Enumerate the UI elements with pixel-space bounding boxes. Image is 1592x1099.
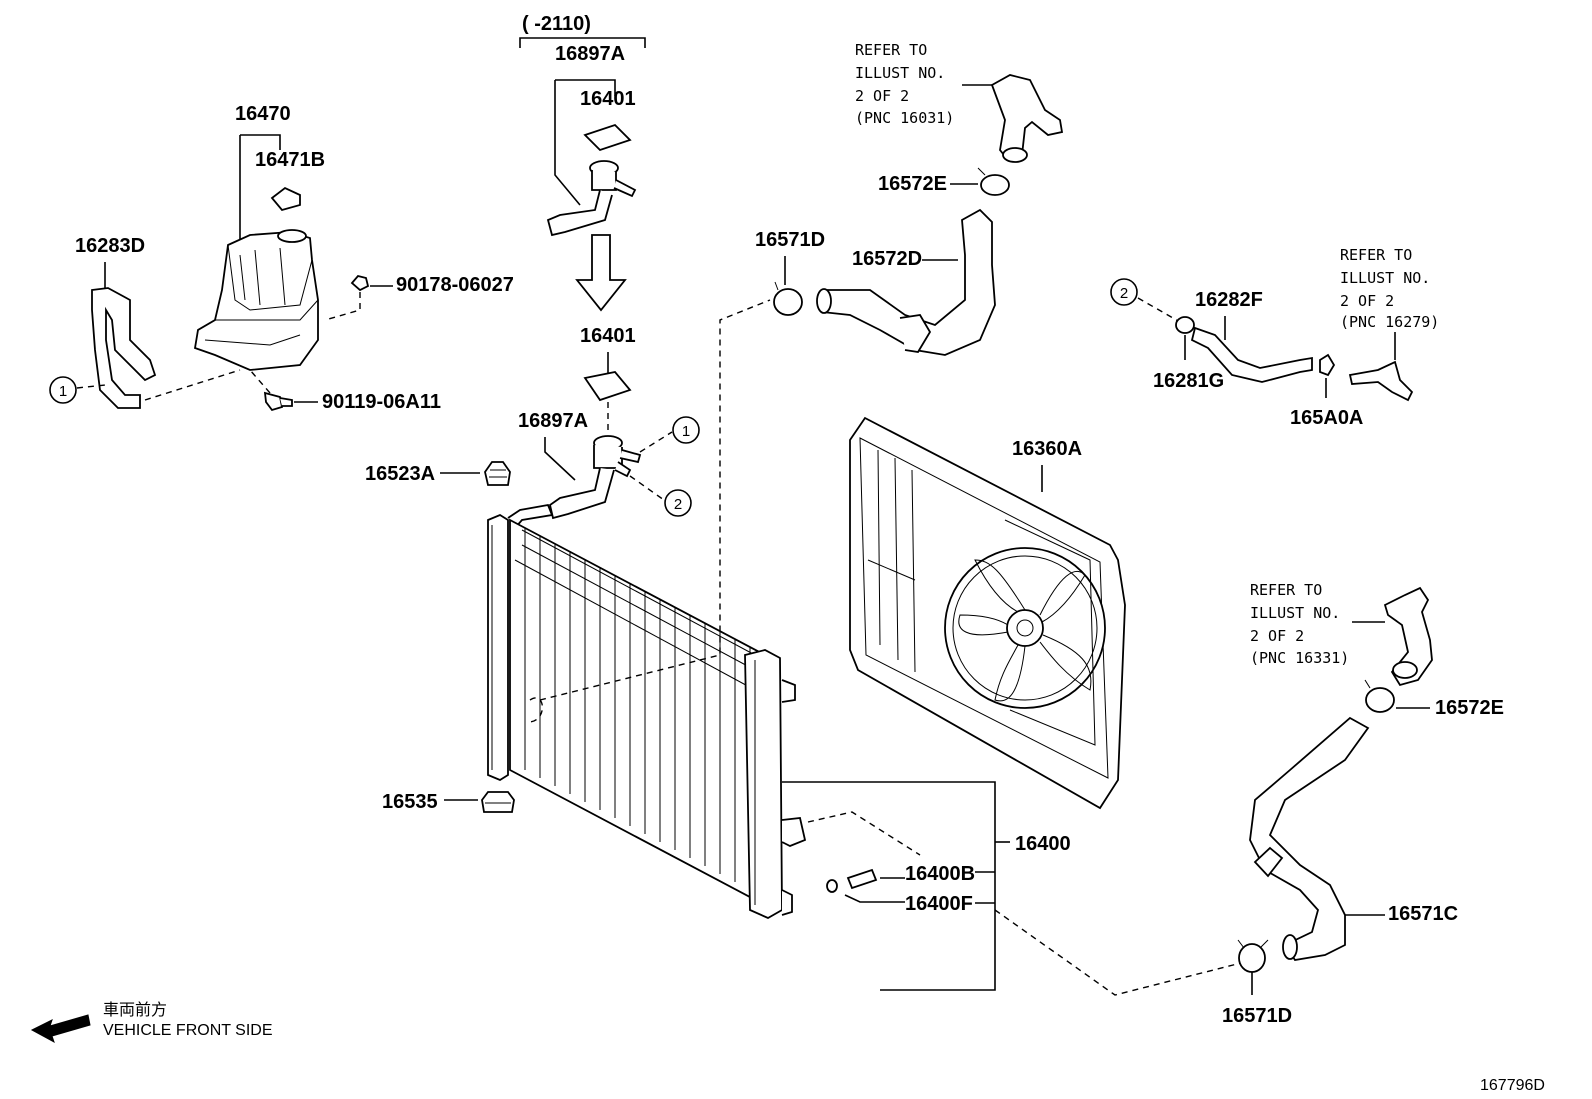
- front-side-jp-label: 車両前方: [103, 1001, 167, 1019]
- svg-text:ILLUST NO.: ILLUST NO.: [1340, 269, 1430, 287]
- clamp-16571D-part: [1237, 939, 1269, 973]
- drain-plug-16400B-part: [826, 868, 878, 893]
- hose-16283D-part: [91, 287, 157, 409]
- hose-16571C-part: [1249, 716, 1370, 961]
- outlet-16031-part: [990, 74, 1064, 163]
- part-16571D-label: 16571D: [1222, 1005, 1292, 1027]
- svg-text:1: 1: [682, 423, 690, 440]
- clamp-16281G-part: [1175, 316, 1195, 334]
- part-16897A-top-label: 16897A: [555, 43, 625, 65]
- part-16401-top-label: 16401: [580, 88, 636, 110]
- reservoir-tank-16470-part: [193, 229, 319, 371]
- svg-text:(PNC 16331): (PNC 16331): [1250, 649, 1349, 667]
- svg-text:(PNC 16031): (PNC 16031): [855, 109, 954, 127]
- part-90119-06A11-label: 90119-06A11: [322, 391, 441, 413]
- part-16571D-top-label: 16571D: [755, 229, 825, 251]
- part-16470-label: 16470: [235, 103, 291, 125]
- mount-16535-part: [481, 791, 515, 813]
- part-165A0A-label: 165A0A: [1290, 407, 1363, 429]
- filler-neck-16897A-part: [548, 435, 642, 520]
- front-arrow-icon: [30, 1014, 91, 1044]
- refer-note-16031: REFER TO ILLUST NO. 2 OF 2 (PNC 16031): [855, 41, 954, 127]
- part-16400F-label: 16400F: [905, 893, 973, 915]
- svg-text:REFER TO: REFER TO: [1250, 581, 1322, 599]
- callout-2-mid: 2: [664, 489, 692, 517]
- outlet-16331-part: [1383, 586, 1433, 687]
- part-16571C-label: 16571C: [1388, 903, 1458, 925]
- part-16401-label: 16401: [580, 325, 636, 347]
- part-16281G-label: 16281G: [1153, 370, 1224, 392]
- nut-90178-part: [350, 274, 370, 292]
- radiator-16400-part: [487, 503, 807, 920]
- down-arrow-icon: [575, 234, 627, 312]
- svg-text:1: 1: [59, 383, 67, 400]
- cap-16401-top-part: [546, 123, 637, 237]
- part-16471B-label: 16471B: [255, 149, 325, 171]
- callout-1-mid: 1: [672, 416, 700, 444]
- svg-text:ILLUST NO.: ILLUST NO.: [855, 64, 945, 82]
- callout-1-left: 1: [49, 376, 77, 404]
- mount-16523A-part: [484, 461, 511, 486]
- diagram-id-label: 167796D: [1480, 1077, 1545, 1094]
- svg-text:2: 2: [1120, 285, 1128, 302]
- svg-text:2 OF 2: 2 OF 2: [855, 87, 909, 105]
- svg-text:2: 2: [674, 496, 682, 513]
- part-16400B-label: 16400B: [905, 863, 975, 885]
- cap-16471B-part: [270, 186, 301, 212]
- part-16523A-label: 16523A: [365, 463, 435, 485]
- svg-text:ILLUST NO.: ILLUST NO.: [1250, 604, 1340, 622]
- part-90178-06027-label: 90178-06027: [396, 274, 514, 296]
- fitting-16279-part: [1348, 360, 1414, 402]
- svg-text:2 OF 2: 2 OF 2: [1340, 292, 1394, 310]
- part-16897A-label: 16897A: [518, 410, 588, 432]
- svg-text:(PNC 16279): (PNC 16279): [1340, 313, 1439, 331]
- bolt-90119-part: [263, 391, 293, 412]
- part-16572E-top-label: 16572E: [878, 173, 947, 195]
- date-range-label: ( -2110): [522, 13, 591, 35]
- part-16283D-label: 16283D: [75, 235, 145, 257]
- front-side-en-label: VEHICLE FRONT SIDE: [103, 1022, 273, 1039]
- part-16400-label: 16400: [1015, 833, 1071, 855]
- svg-text:REFER TO: REFER TO: [855, 41, 927, 59]
- clip-165A0A-part: [1319, 353, 1336, 377]
- fan-shroud-16360A-part: [849, 416, 1126, 810]
- hose-16282F-part: [1190, 326, 1313, 383]
- cap-16401-part: [583, 371, 632, 402]
- part-16572E-label: 16572E: [1435, 697, 1504, 719]
- clamp-16571D-top-part: [773, 281, 803, 316]
- hose-16572D-part: [816, 208, 996, 356]
- svg-text:REFER TO: REFER TO: [1340, 246, 1412, 264]
- svg-text:2 OF 2: 2 OF 2: [1250, 627, 1304, 645]
- part-16535-label: 16535: [382, 791, 438, 813]
- refer-note-16279: REFER TO ILLUST NO. 2 OF 2 (PNC 16279): [1340, 246, 1439, 331]
- part-16360A-label: 16360A: [1012, 438, 1082, 460]
- clamp-16572E-part: [1364, 679, 1395, 713]
- refer-note-16331: REFER TO ILLUST NO. 2 OF 2 (PNC 16331): [1250, 581, 1349, 667]
- clamp-16572E-top-part: [977, 167, 1010, 196]
- part-16572D-label: 16572D: [852, 248, 922, 270]
- part-16282F-label: 16282F: [1195, 289, 1263, 311]
- callout-2-right: 2: [1110, 278, 1138, 306]
